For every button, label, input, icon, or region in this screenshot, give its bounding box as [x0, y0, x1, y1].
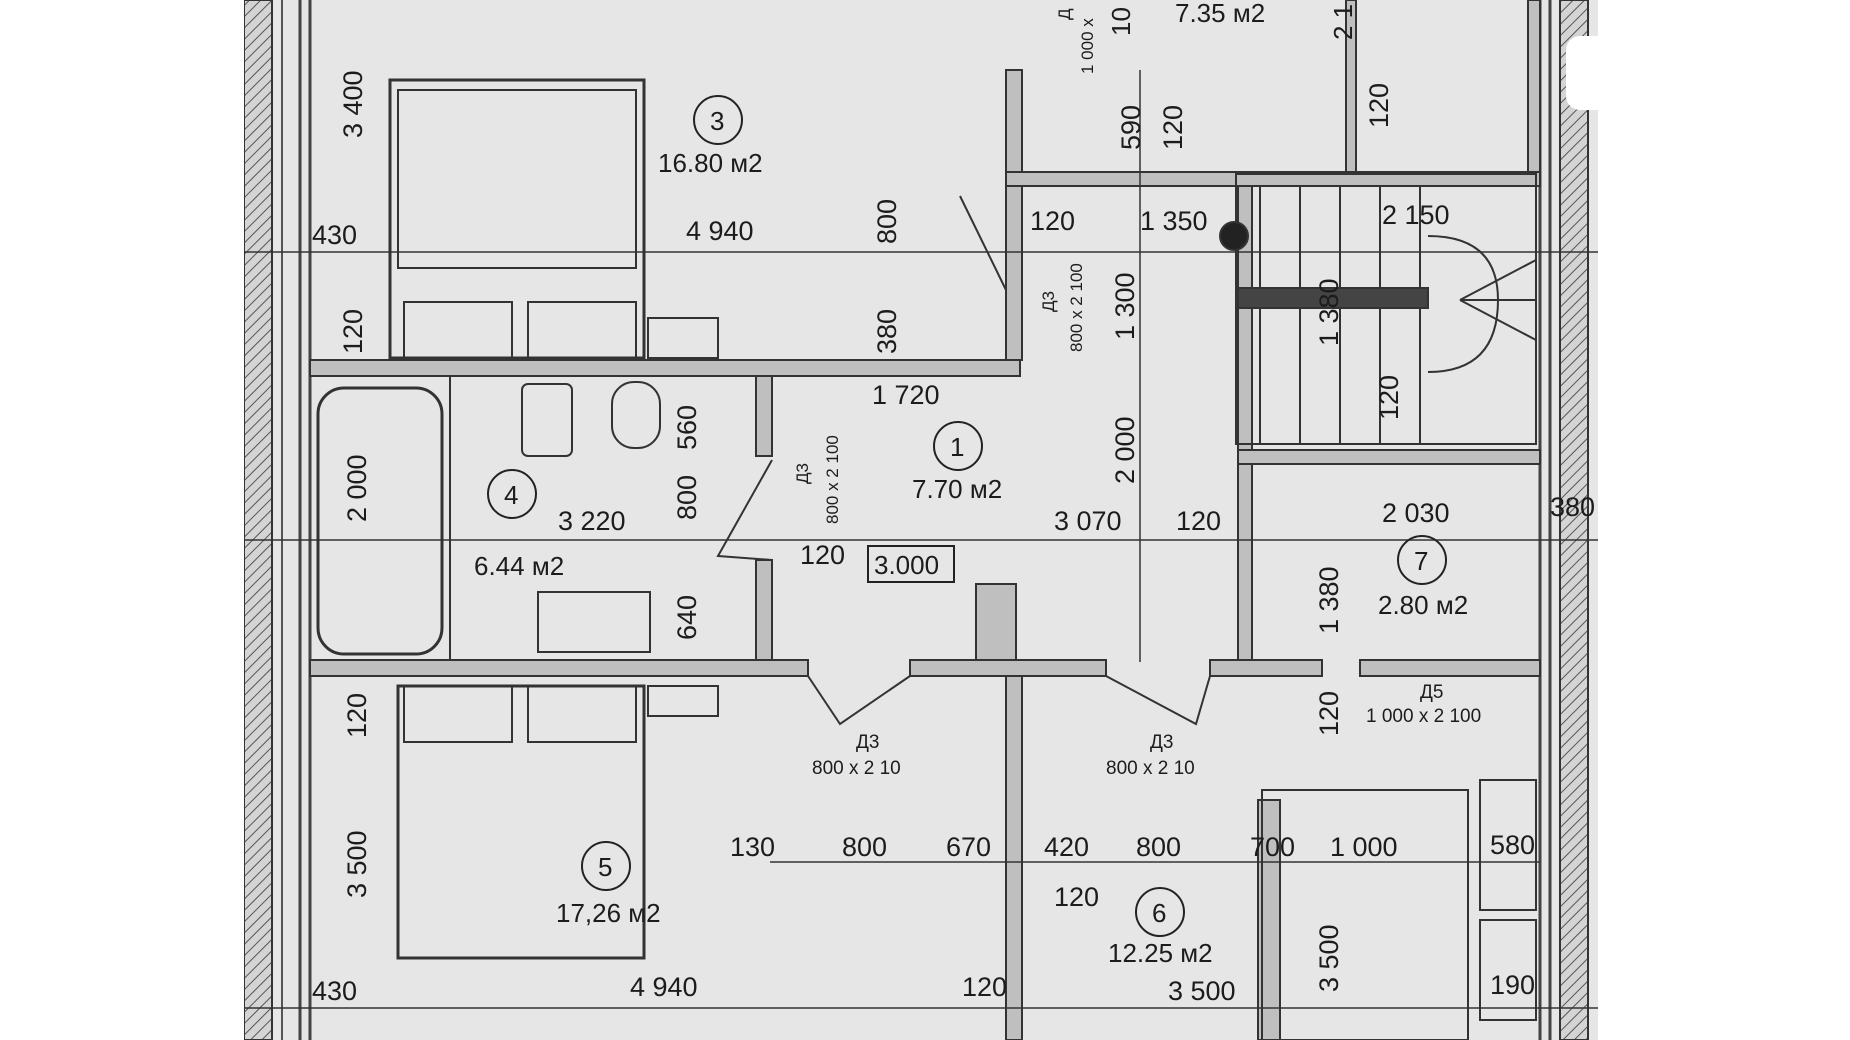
room-5-label: 5 17,26 м2 — [556, 841, 661, 928]
room-1-label: 1 7.70 м2 — [912, 421, 1002, 504]
svg-text:4: 4 — [504, 480, 518, 510]
svg-text:5: 5 — [598, 852, 612, 882]
svg-text:6: 6 — [1152, 898, 1166, 928]
dim-2-1-cut: 2 1 — [1328, 4, 1358, 40]
dimension-lines — [244, 70, 1598, 1009]
svg-text:120: 120 — [342, 693, 372, 738]
partial-room-area: 7.35 м2 — [1175, 0, 1265, 28]
svg-text:1: 1 — [950, 432, 964, 462]
svg-text:430: 430 — [312, 220, 357, 250]
svg-text:3: 3 — [710, 106, 724, 136]
svg-text:1 350: 1 350 — [1140, 206, 1208, 236]
door-d3-bath-label: Д3 — [793, 463, 812, 484]
svg-text:120: 120 — [1176, 506, 1221, 536]
svg-text:1 380: 1 380 — [1314, 566, 1344, 634]
svg-text:380: 380 — [872, 309, 902, 354]
door-d5-size: 1 000 x 2 100 — [1366, 706, 1481, 727]
svg-text:800: 800 — [672, 475, 702, 520]
room-3-label: 3 16.80 м2 — [658, 95, 763, 178]
svg-text:1 000: 1 000 — [1330, 832, 1398, 862]
svg-text:120: 120 — [1030, 206, 1075, 236]
svg-text:1 300: 1 300 — [1110, 272, 1140, 340]
furniture — [316, 78, 1537, 1040]
door-d3-right-label: Д3 — [1150, 732, 1173, 753]
svg-text:120: 120 — [338, 309, 368, 354]
svg-text:120: 120 — [1314, 691, 1344, 736]
door-d3-upper-label: Д3 — [1039, 291, 1058, 312]
svg-text:3 400: 3 400 — [338, 70, 368, 138]
svg-text:430: 430 — [312, 976, 357, 1006]
svg-text:640: 640 — [672, 595, 702, 640]
svg-text:700: 700 — [1250, 832, 1295, 862]
svg-text:580: 580 — [1490, 830, 1535, 860]
svg-text:380: 380 — [1550, 492, 1595, 522]
room-7-label: 7 2.80 м2 — [1378, 535, 1468, 620]
svg-text:7.70 м2: 7.70 м2 — [912, 474, 1002, 504]
svg-text:3 070: 3 070 — [1054, 506, 1122, 536]
svg-text:3.000: 3.000 — [874, 550, 939, 580]
svg-text:17,26 м2: 17,26 м2 — [556, 898, 661, 928]
svg-text:6.44 м2: 6.44 м2 — [474, 551, 564, 581]
svg-text:7: 7 — [1414, 546, 1428, 576]
doors — [716, 195, 1211, 726]
floor-plan-scan: 7.35 м2 1 000 x Д 10 2 1 3 16.80 м2 1 7.… — [244, 0, 1598, 1040]
room-6-label: 6 12.25 м2 — [1108, 887, 1213, 968]
svg-text:1 720: 1 720 — [872, 380, 940, 410]
dim-10-cut: 10 — [1106, 7, 1136, 36]
svg-text:800: 800 — [1136, 832, 1181, 862]
door-d3-upper-size: 800 x 2 100 — [1067, 263, 1086, 352]
door-d3-left-label: Д3 — [856, 732, 879, 753]
svg-text:2.80 м2: 2.80 м2 — [1378, 590, 1468, 620]
svg-text:2 000: 2 000 — [342, 454, 372, 522]
door-size-cut-top: 1 000 x — [1078, 18, 1097, 74]
svg-text:1 380: 1 380 — [1314, 278, 1344, 346]
interior-walls — [309, 0, 1541, 1040]
svg-text:2 030: 2 030 — [1382, 498, 1450, 528]
svg-text:4 940: 4 940 — [686, 216, 754, 246]
svg-text:120: 120 — [1158, 105, 1188, 150]
svg-text:560: 560 — [672, 405, 702, 450]
svg-text:800: 800 — [842, 832, 887, 862]
room-4-label: 4 6.44 м2 — [474, 469, 564, 581]
svg-text:590: 590 — [1116, 105, 1146, 150]
side-panel-tab[interactable] — [1566, 36, 1600, 110]
staircase — [1219, 173, 1537, 445]
svg-text:2 150: 2 150 — [1382, 200, 1450, 230]
svg-text:3 500: 3 500 — [1314, 924, 1344, 992]
svg-text:3 500: 3 500 — [1168, 976, 1236, 1006]
svg-text:120: 120 — [962, 972, 1007, 1002]
svg-text:800: 800 — [872, 199, 902, 244]
svg-text:120: 120 — [1374, 375, 1404, 420]
svg-text:2 000: 2 000 — [1110, 416, 1140, 484]
level-mark: 3.000 — [867, 545, 955, 583]
door-d3-bath-size: 800 x 2 100 — [823, 435, 842, 524]
door-d3-left-size: 800 x 2 10 — [812, 758, 901, 779]
vertical-dimensions: 3 400 120 2 000 120 3 500 800 380 560 80… — [338, 70, 1404, 992]
svg-text:120: 120 — [1054, 882, 1099, 912]
door-d5-label: Д5 — [1420, 682, 1443, 703]
svg-text:3 500: 3 500 — [342, 830, 372, 898]
svg-text:120: 120 — [800, 540, 845, 570]
svg-text:12.25 м2: 12.25 м2 — [1108, 938, 1213, 968]
svg-text:190: 190 — [1490, 970, 1535, 1000]
svg-text:16.80 м2: 16.80 м2 — [658, 148, 763, 178]
horizontal-dimensions: 430 4 940 120 1 350 2 150 1 720 3 220 3 … — [312, 200, 1595, 1006]
svg-text:420: 420 — [1044, 832, 1089, 862]
door-d3-right-size: 800 x 2 10 — [1106, 758, 1195, 779]
svg-text:670: 670 — [946, 832, 991, 862]
svg-text:120: 120 — [1364, 83, 1394, 128]
door-label-cut-top: Д — [1055, 8, 1074, 20]
svg-text:130: 130 — [730, 832, 775, 862]
svg-text:3 220: 3 220 — [558, 506, 626, 536]
svg-text:4 940: 4 940 — [630, 972, 698, 1002]
